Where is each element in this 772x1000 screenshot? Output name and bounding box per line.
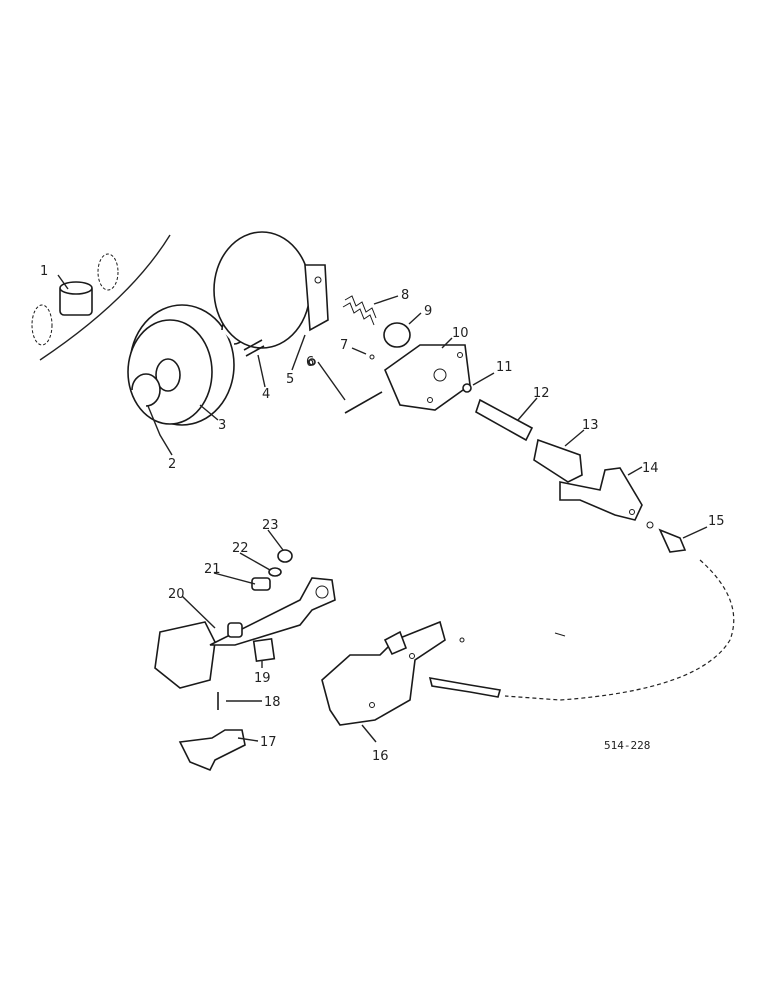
part-13-boot — [533, 438, 583, 483]
callout-20: 20 — [168, 587, 185, 602]
part-4-pin — [243, 339, 265, 357]
callout-12: 12 — [533, 386, 550, 401]
callout-22: 22 — [232, 541, 249, 556]
part-1-bearing — [31, 253, 119, 346]
cable-ferrule — [428, 676, 502, 698]
callout-13: 13 — [582, 418, 599, 433]
drawing-code: 514-228 — [604, 739, 650, 752]
part-21-bushing — [251, 577, 271, 591]
callout-4: 4 — [262, 387, 270, 402]
part-11-o-ring — [462, 383, 472, 393]
callout-17: 17 — [260, 735, 277, 750]
housing-edge — [39, 234, 171, 361]
control-cable — [504, 559, 735, 701]
part-9-o-ring — [383, 322, 411, 348]
callout-labels: 1 2 3 4 5 6 7 8 9 10 11 12 13 14 15 16 1… — [40, 264, 725, 764]
callout-19: 19 — [254, 671, 271, 686]
part-2-snap-ring — [131, 373, 161, 407]
part-22-washer — [268, 567, 282, 577]
callout-14: 14 — [642, 461, 659, 476]
part-5-brake-band — [213, 231, 329, 349]
callout-18: 18 — [264, 695, 281, 710]
part-16-mounting-bracket — [321, 620, 566, 726]
callout-11: 11 — [496, 360, 513, 375]
callout-6: 6 — [306, 355, 314, 370]
callout-10: 10 — [452, 326, 469, 341]
callout-23: 23 — [262, 518, 279, 533]
leader-lines — [57, 274, 708, 743]
callout-15: 15 — [708, 514, 725, 529]
callout-3: 3 — [218, 418, 226, 433]
part-6-clevis-pin — [308, 358, 383, 414]
callout-9: 9 — [424, 304, 432, 319]
part-17-pedal-pad — [178, 729, 246, 772]
callout-1: 1 — [40, 264, 48, 279]
callout-21: 21 — [204, 562, 221, 577]
part-7-ball — [369, 354, 375, 360]
part-12-shaft — [475, 398, 534, 442]
callout-5: 5 — [286, 372, 294, 387]
callout-16: 16 — [372, 749, 389, 764]
part-15-cable-end — [646, 521, 687, 553]
part-19-plate — [252, 637, 276, 663]
part-20-pedal-lever — [154, 577, 336, 689]
callout-8: 8 — [401, 288, 409, 303]
callout-7: 7 — [340, 338, 348, 353]
part-3-brake-drum — [127, 304, 235, 426]
part-10-housing-plate — [384, 344, 471, 411]
part-14-bracket — [559, 467, 643, 521]
part-23-snap-ring — [277, 549, 293, 563]
part-8-spring — [342, 295, 377, 326]
callout-2: 2 — [168, 457, 176, 472]
